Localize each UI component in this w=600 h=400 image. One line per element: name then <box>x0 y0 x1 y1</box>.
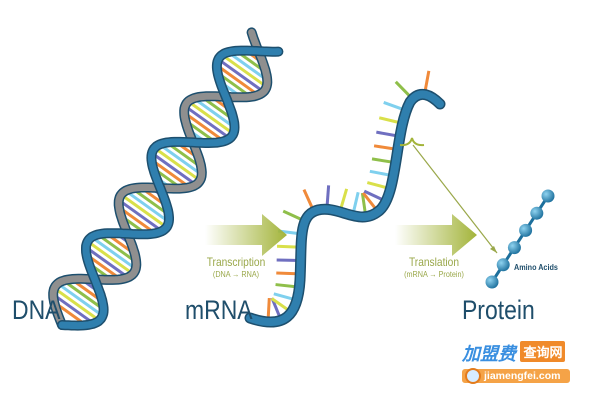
base-pair <box>221 53 268 89</box>
base-pair <box>183 111 225 143</box>
amino-acid-bead <box>519 223 533 237</box>
base-pair <box>184 104 231 140</box>
transcription-step: Transcription (DNA → RNA) <box>202 255 270 279</box>
base-pair <box>227 50 269 82</box>
dna-double-helix <box>48 27 284 331</box>
amino-acid-bead <box>485 275 499 289</box>
base-pair <box>187 100 235 135</box>
transcription-title: Transcription <box>206 255 266 269</box>
base-pair <box>118 206 157 235</box>
base-pair <box>56 282 104 317</box>
mrna-strand-outline <box>244 88 446 328</box>
amino-acid-bead <box>496 258 510 272</box>
base-pair <box>120 193 168 229</box>
base-pair <box>151 151 197 186</box>
protein-label: Protein <box>462 295 535 325</box>
transcription-subtitle: (DNA → RNA) <box>212 269 260 279</box>
base-pair <box>90 235 137 271</box>
watermark-url-bar: jiamengfei.com <box>462 368 570 384</box>
amino-acid-bead <box>541 189 555 203</box>
translation-arrow <box>395 214 477 256</box>
base-pair <box>217 58 265 93</box>
watermark-logo: 加盟费 查询网 jiamengfei.com <box>462 340 570 384</box>
base-pair <box>153 146 201 182</box>
base-pair <box>86 240 134 276</box>
translation-title: Translation <box>408 255 460 269</box>
base-pair <box>124 189 170 224</box>
pointer-arrowhead <box>490 246 497 253</box>
watermark-url: jiamengfei.com <box>484 370 561 382</box>
base-pair <box>96 233 138 264</box>
dna-label: DNA <box>12 295 61 325</box>
base-pair <box>118 198 163 233</box>
watermark-tag: 查询网 <box>520 341 566 362</box>
base-pair <box>150 158 191 189</box>
translation-step: Translation (mRNA → Protein) <box>398 255 469 279</box>
codon-bracket <box>399 137 425 147</box>
base-pair <box>62 279 105 311</box>
amino-acids-label: Amino Acids <box>514 262 558 272</box>
watermark-brand: 加盟费 <box>462 344 516 364</box>
transcription-arrow <box>205 214 287 256</box>
amino-acid-chain <box>485 189 555 289</box>
base-pair <box>192 97 236 129</box>
blue-strand <box>58 47 282 330</box>
base-pair <box>52 293 95 325</box>
mrna-strand <box>246 90 444 327</box>
base-pair <box>131 187 170 216</box>
base-pair <box>53 286 101 322</box>
magnifier-icon <box>465 368 481 384</box>
base-pair <box>158 143 203 176</box>
amino-acid-bead <box>530 206 544 220</box>
amino-acid-bead <box>507 241 521 255</box>
codon-pointer-line <box>412 144 498 254</box>
base-pair <box>216 64 260 97</box>
mrna-label: mRNA <box>185 295 253 325</box>
base-pair <box>85 246 129 279</box>
translation-subtitle: (mRNA → Protein) <box>404 269 464 279</box>
